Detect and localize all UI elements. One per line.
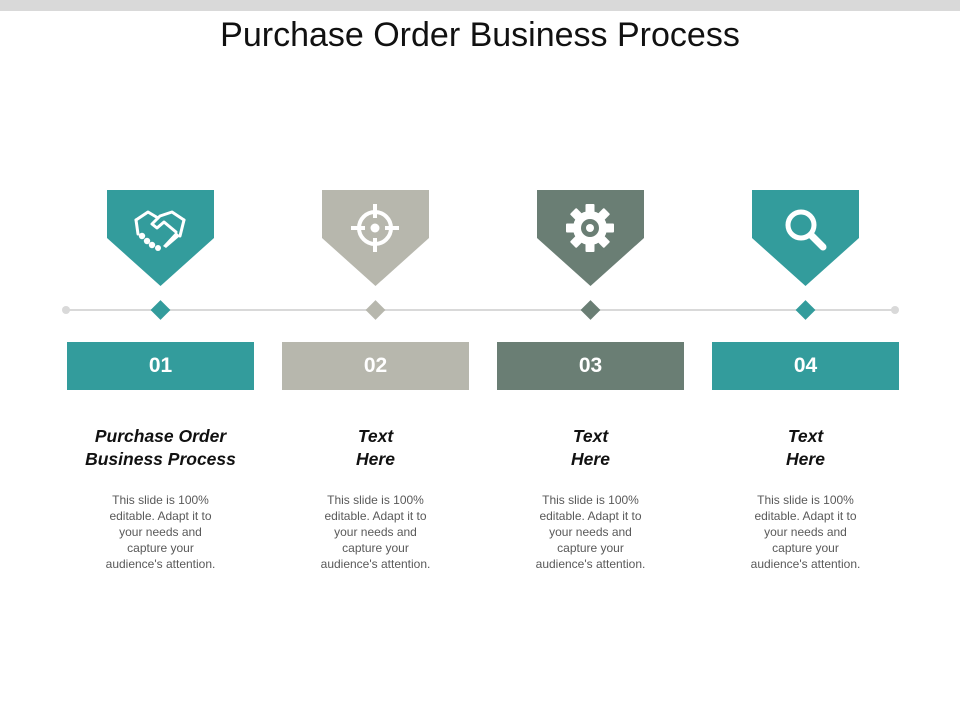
process-step-2: 02 Text Here This slide is 100% editable… — [268, 0, 483, 720]
timeline-diamond — [795, 300, 816, 320]
process-step-1: 01 Purchase Order Business Process This … — [53, 0, 268, 720]
timeline-end-dot — [891, 306, 899, 314]
step-description: This slide is 100% editable. Adapt it to… — [750, 493, 861, 571]
timeline-diamond — [365, 300, 386, 320]
timeline-diamond — [580, 300, 601, 320]
step-number-box: 03 — [497, 342, 684, 390]
step-description: This slide is 100% editable. Adapt it to… — [535, 493, 646, 571]
gear-icon — [560, 200, 620, 260]
step-number-box: 02 — [282, 342, 469, 390]
step-description: This slide is 100% editable. Adapt it to… — [105, 493, 216, 571]
timeline-start-dot — [62, 306, 70, 314]
handshake-icon — [130, 200, 190, 260]
step-title: Text Here — [571, 426, 610, 469]
process-step-3: 03 Text Here This slide is 100% editable… — [483, 0, 698, 720]
step-title: Text Here — [356, 426, 395, 469]
process-step-4: 04 Text Here This slide is 100% editable… — [698, 0, 913, 720]
step-marker — [107, 190, 214, 286]
slide-title: Purchase Order Business Process — [220, 16, 740, 54]
step-number-box: 01 — [67, 342, 254, 390]
target-icon — [345, 200, 405, 260]
timeline-diamond — [150, 300, 171, 320]
top-bar — [0, 0, 960, 11]
search-icon — [775, 200, 835, 260]
step-title: Text Here — [786, 426, 825, 469]
step-description: This slide is 100% editable. Adapt it to… — [320, 493, 431, 571]
step-title: Purchase Order Business Process — [85, 426, 236, 469]
step-number-box: 04 — [712, 342, 899, 390]
